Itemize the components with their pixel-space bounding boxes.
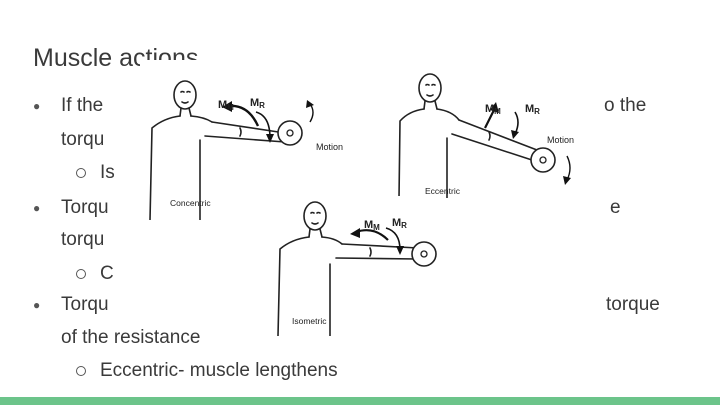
- bullet-1-text-start: If the: [61, 95, 104, 116]
- bullet-1-text-cont: torqu: [61, 129, 105, 150]
- mr-sub: R: [534, 107, 540, 116]
- eccentric-caption: Eccentric: [425, 186, 461, 196]
- sub-bullet-3-text: Eccentric- muscle lengthens: [100, 360, 338, 381]
- mr-label: M: [525, 103, 534, 115]
- mm-sub: M: [373, 223, 380, 232]
- motion-label: Motion: [316, 142, 343, 152]
- sub-bullet-circle: [76, 269, 86, 279]
- mr-label: M: [250, 97, 259, 109]
- mm-sub: M: [494, 107, 501, 116]
- svg-text:MR: MR: [392, 217, 407, 230]
- eccentric-figure: MM MR Motion Eccentric: [397, 68, 585, 198]
- bullet-1-text-end: o the: [604, 95, 647, 116]
- sub-bullet-circle: [76, 366, 86, 376]
- mm-label: M: [485, 103, 494, 115]
- mm-label: M: [364, 219, 373, 231]
- mr-sub: R: [401, 221, 407, 230]
- sub-bullet-2-text: C: [100, 263, 114, 284]
- bullet-2-text-end: e: [610, 197, 621, 218]
- mr-sub: R: [259, 101, 265, 110]
- bullet-2-text-cont: torqu: [61, 229, 105, 250]
- svg-text:MM: MM: [364, 219, 380, 232]
- bullet-3-text-end: torque: [606, 294, 660, 315]
- bullet-2-text-start: Torqu: [61, 197, 109, 218]
- concentric-caption: Concentric: [170, 198, 211, 208]
- isometric-caption: Isometric: [292, 316, 327, 326]
- svg-text:MR: MR: [250, 97, 265, 110]
- svg-text:MR: MR: [525, 103, 540, 116]
- sub-bullet-1-text: Is: [100, 162, 115, 183]
- motion-label: Motion: [547, 135, 574, 145]
- bullet-dot: ●: [33, 99, 41, 113]
- bullet-3-text-cont: of the resistance: [61, 327, 201, 348]
- bullet-3-text-start: Torqu: [61, 294, 109, 315]
- isometric-figure: MM MR Isometric: [270, 196, 445, 336]
- mm-label: M: [218, 99, 227, 111]
- mm-sub: M: [227, 103, 234, 112]
- svg-text:MM: MM: [485, 103, 501, 116]
- concentric-figure: MM MR Motion Concentric: [140, 60, 365, 220]
- bullet-dot: ●: [33, 201, 41, 215]
- sub-bullet-circle: [76, 168, 86, 178]
- mr-label: M: [392, 217, 401, 229]
- svg-text:MM: MM: [218, 99, 234, 112]
- bottom-accent-bar: [0, 397, 720, 405]
- bullet-dot: ●: [33, 298, 41, 312]
